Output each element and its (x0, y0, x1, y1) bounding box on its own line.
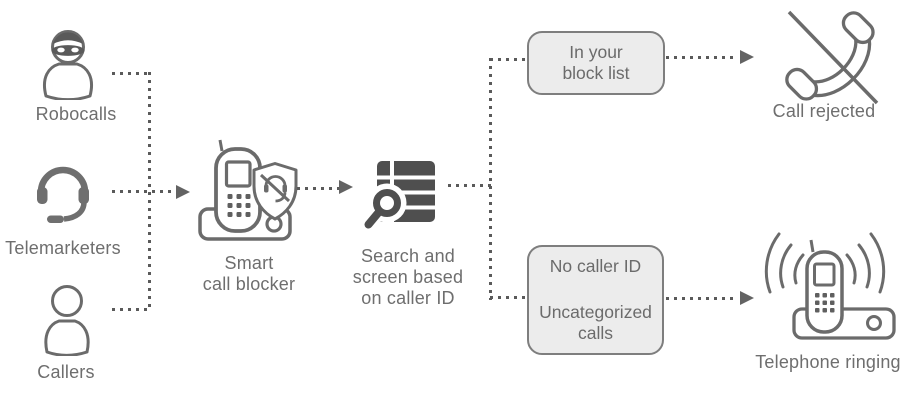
arrowhead-to-blocker (176, 185, 190, 199)
arrowhead-to-rejected (740, 50, 754, 64)
connector-to-blocklist-box (490, 58, 527, 61)
arrowhead-to-ringing (740, 291, 754, 305)
person-icon (44, 285, 90, 356)
call-rejected-label: Call rejected (772, 101, 876, 121)
ringing-phone-icon (764, 232, 896, 340)
connector-to-unknown-box (490, 296, 527, 299)
no-caller-id-box: No caller ID Uncategorized calls (527, 245, 664, 355)
cordless-phone-shield-icon (198, 139, 298, 241)
search-caller-list-icon (362, 161, 435, 232)
connector-callers (112, 308, 152, 311)
masked-robocaller-icon (43, 30, 93, 100)
crossed-handset-icon (785, 10, 879, 105)
connector-telemarketers (112, 190, 178, 193)
callers-label: Callers (37, 362, 95, 382)
connector-screening-split (448, 184, 492, 187)
arrowhead-to-screening (339, 180, 353, 194)
smart-call-blocker-label: Smart call blocker (202, 253, 296, 294)
block-list-box: In your block list (527, 31, 665, 95)
telemarketers-label: Telemarketers (5, 238, 121, 258)
connector-split-vertical (489, 58, 492, 300)
uncategorized-text: Uncategorized calls (539, 302, 652, 343)
no-caller-id-text: No caller ID (549, 256, 642, 276)
connector-blocker-screening (297, 187, 341, 190)
screening-label: Search and screen based on caller ID (352, 246, 464, 308)
telephone-ringing-label: Telephone ringing (755, 352, 901, 372)
connector-robocalls (112, 72, 152, 75)
connector-unknown-ringing (666, 297, 738, 300)
connector-left-vertical (148, 72, 151, 311)
robocalls-label: Robocalls (35, 104, 117, 124)
headset-icon (37, 166, 89, 223)
connector-blocklist-rejected (666, 56, 738, 59)
